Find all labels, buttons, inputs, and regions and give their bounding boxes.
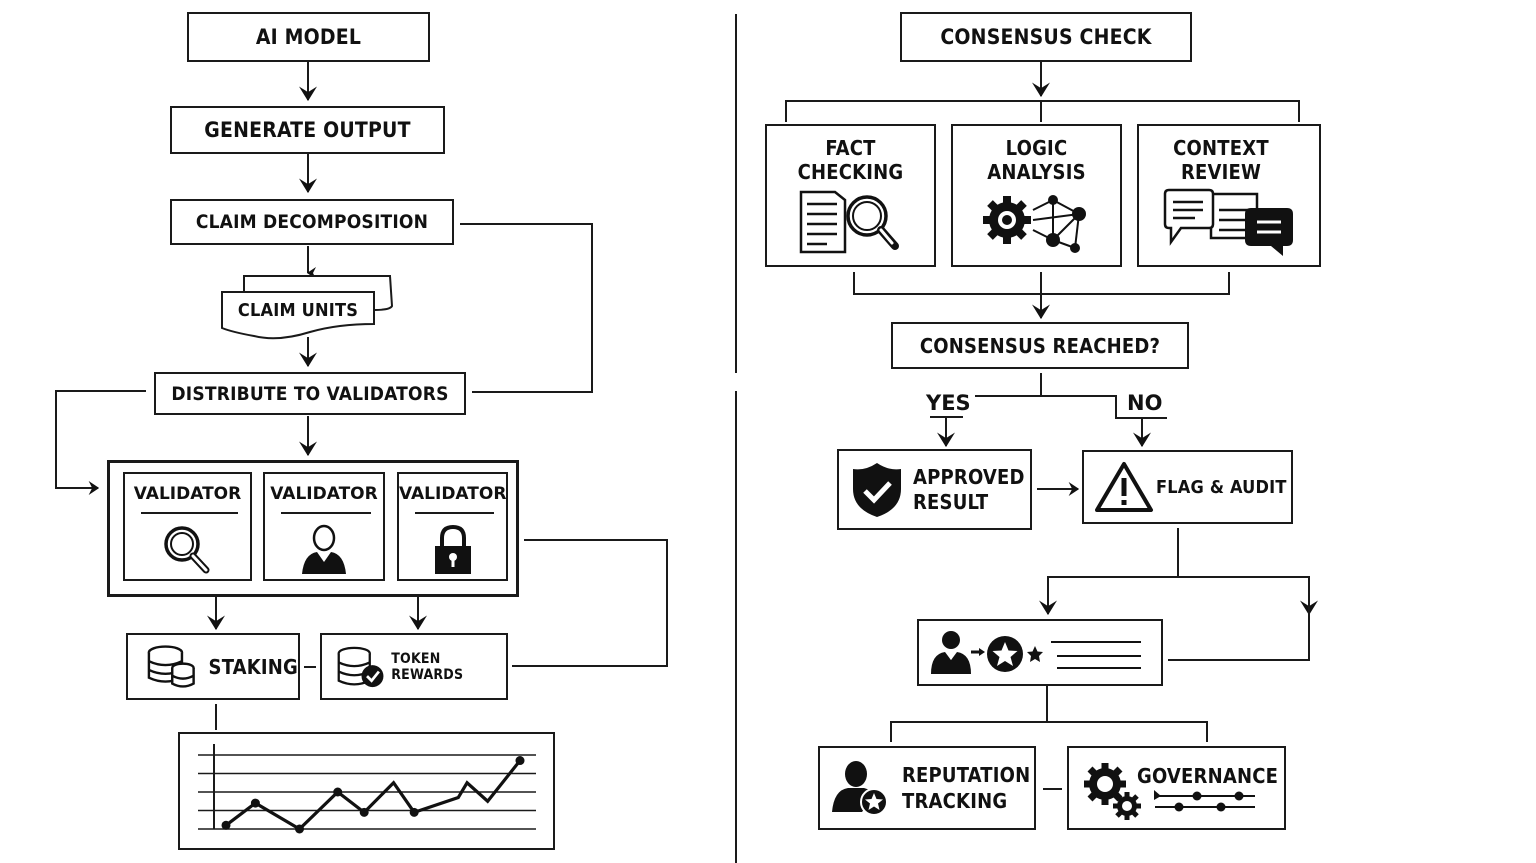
fact-checking-box[interactable]: FACT CHECKING	[765, 124, 936, 267]
flag-audit-box[interactable]: FLAG & AUDIT	[1082, 450, 1293, 524]
yes-label: YES	[926, 391, 971, 415]
ai-model-box[interactable]: AI MODEL	[187, 12, 430, 62]
reputation-update-box[interactable]	[917, 619, 1163, 686]
chart-point	[515, 756, 525, 766]
approved-result-box[interactable]: APPROVED RESULT	[837, 449, 1032, 530]
chart-series-line	[225, 759, 522, 831]
magnifier-icon	[163, 526, 209, 574]
person-icon	[302, 524, 346, 574]
chart-point	[221, 820, 231, 830]
governance-label: GOVERNANCE	[1137, 764, 1279, 788]
validator-title: VALIDATOR	[270, 484, 378, 504]
logic-analysis-box[interactable]: LOGIC ANALYSIS	[951, 124, 1122, 267]
generate-output-box[interactable]: GENERATE OUTPUT	[170, 106, 445, 154]
person-star-icon	[832, 761, 888, 816]
distribute-box[interactable]: DISTRIBUTE TO VALIDATORS	[154, 372, 466, 415]
validator-rule	[281, 512, 371, 514]
governance-box[interactable]: GOVERNANCE	[1067, 746, 1286, 830]
ai-model-label: AI MODEL	[255, 25, 362, 49]
fact-checking-label-2: CHECKING	[797, 160, 904, 184]
chart-point	[359, 807, 369, 817]
context-review-label-1: CONTEXT	[1173, 136, 1269, 160]
coin-stack-icon	[147, 644, 195, 688]
chart-point	[409, 807, 419, 817]
loop-into-validators	[55, 390, 146, 495]
chart-point	[250, 798, 260, 808]
chart-point	[295, 824, 304, 834]
reputation-tracking-label-2: TRACKING	[902, 789, 1008, 813]
logic-analysis-label-1: LOGIC	[1005, 136, 1068, 160]
loop-right-branch	[1168, 600, 1310, 661]
claim-decomposition-box[interactable]: CLAIM DECOMPOSITION	[170, 199, 454, 245]
person-to-star-icon	[931, 630, 1141, 674]
reputation-tracking-box[interactable]: REPUTATION TRACKING	[818, 746, 1036, 830]
flag-audit-label: FLAG & AUDIT	[1156, 476, 1287, 498]
trend-chart	[198, 744, 536, 834]
padlock-icon	[434, 524, 471, 574]
reputation-tracking-label-1: REPUTATION	[902, 763, 1031, 787]
claim-decomposition-label: CLAIM DECOMPOSITION	[195, 211, 429, 233]
approved-label-2: RESULT	[913, 489, 989, 514]
validator-card-3[interactable]: VALIDATOR	[397, 472, 508, 581]
chat-bubbles-icon	[1163, 188, 1293, 256]
context-review-label-2: REVIEW	[1180, 160, 1262, 184]
claim-units-shape[interactable]	[218, 272, 398, 342]
generate-output-label: GENERATE OUTPUT	[204, 118, 411, 142]
coin-check-icon	[337, 646, 384, 687]
staking-box[interactable]: STAKING	[126, 633, 300, 700]
token-rewards-label: TOKEN REWARDS	[391, 650, 464, 683]
shield-check-icon	[853, 462, 901, 517]
consensus-check-label: CONSENSUS CHECK	[940, 25, 1152, 49]
chart-point	[333, 787, 343, 797]
consensus-check-box[interactable]: CONSENSUS CHECK	[900, 12, 1192, 62]
validator-title: VALIDATOR	[399, 484, 507, 504]
staking-label: STAKING	[208, 654, 298, 679]
fact-checking-label-1: FACT	[825, 136, 876, 160]
gears-sliders-icon	[1084, 763, 1255, 820]
document-search-icon	[799, 190, 899, 254]
loop-claim-distribute	[460, 223, 593, 393]
warning-icon	[1095, 462, 1153, 512]
loop-validators-token	[512, 539, 668, 667]
branch-top	[785, 100, 1300, 122]
context-review-box[interactable]: CONTEXT REVIEW	[1137, 124, 1321, 267]
validator-title: VALIDATOR	[133, 484, 242, 504]
token-rewards-box[interactable]: TOKEN REWARDS	[320, 633, 508, 700]
gear-network-icon	[982, 195, 1086, 253]
consensus-reached-box[interactable]: CONSENSUS REACHED?	[891, 322, 1189, 369]
distribute-label: DISTRIBUTE TO VALIDATORS	[171, 382, 449, 405]
trend-chart-frame	[178, 732, 555, 850]
validator-card-1[interactable]: VALIDATOR	[123, 472, 252, 581]
validator-rule	[141, 512, 238, 514]
no-label: NO	[1127, 391, 1163, 415]
logic-analysis-label-2: ANALYSIS	[987, 160, 1086, 184]
claim-units-label: CLAIM UNITS	[237, 300, 359, 321]
validator-rule	[415, 512, 494, 514]
validators-group	[107, 460, 519, 597]
approved-label-1: APPROVED	[913, 464, 1025, 489]
validator-card-2[interactable]: VALIDATOR	[263, 472, 385, 581]
consensus-reached-label: CONSENSUS REACHED?	[919, 333, 1161, 358]
